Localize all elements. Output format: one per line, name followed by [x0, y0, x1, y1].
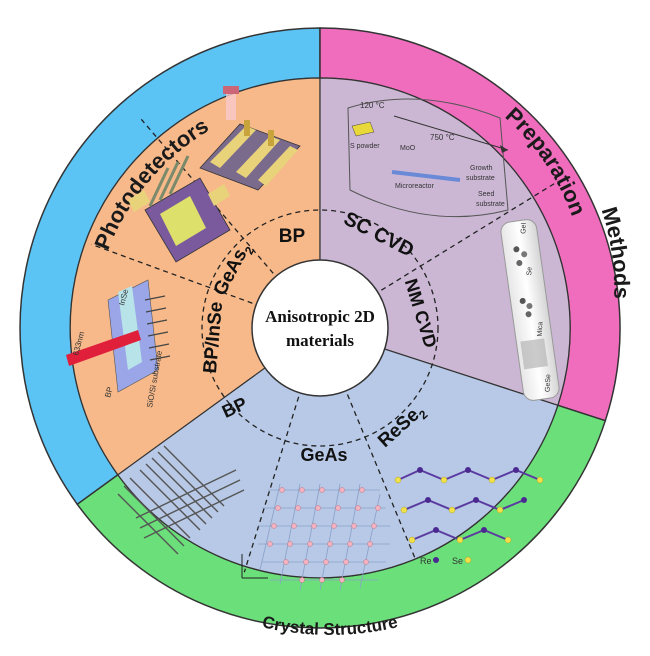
svg-text:Mica: Mica: [537, 322, 545, 337]
bp-crystal-illustration: [117, 445, 245, 555]
svg-text:Se: Se: [526, 267, 533, 276]
geas2-device-illustration: [128, 155, 231, 263]
svg-text:MoO: MoO: [400, 145, 416, 152]
sc-cvd-schematic: 120 °C 750 °C S powder MoO Microreactor …: [347, 98, 509, 218]
bp-device-illustration: [199, 86, 301, 191]
center-circle: [251, 259, 389, 397]
svg-text:Growth: Growth: [470, 165, 493, 172]
svg-text:120 °C: 120 °C: [360, 101, 385, 110]
svg-text:GeSe: GeSe: [545, 374, 553, 392]
svg-text:Se: Se: [452, 556, 463, 566]
svg-text:InSe: InSe: [117, 288, 130, 307]
center-title-line1: Anisotropic 2D: [265, 307, 375, 326]
rese2-crystal-illustration: Re Se: [394, 467, 544, 566]
svg-text:substrate: substrate: [466, 175, 495, 182]
bp-label: BP: [279, 226, 306, 247]
center-title-line2: materials: [286, 331, 354, 350]
geas-crystal-illustration: [241, 483, 390, 591]
svg-text:Seed: Seed: [478, 191, 494, 198]
svg-text:750 °C: 750 °C: [430, 133, 455, 142]
svg-text:substrate: substrate: [476, 201, 505, 208]
svg-text:Re: Re: [420, 556, 432, 566]
nm-cvd-tube-schematic: GeI Se Mica GeSe: [500, 219, 560, 401]
svg-text:Microreactor: Microreactor: [395, 183, 435, 190]
geas-label: GeAs: [300, 445, 347, 465]
svg-text:GeI: GeI: [520, 222, 527, 234]
svg-text:S powder: S powder: [350, 143, 380, 150]
svg-text:BP: BP: [103, 386, 114, 399]
